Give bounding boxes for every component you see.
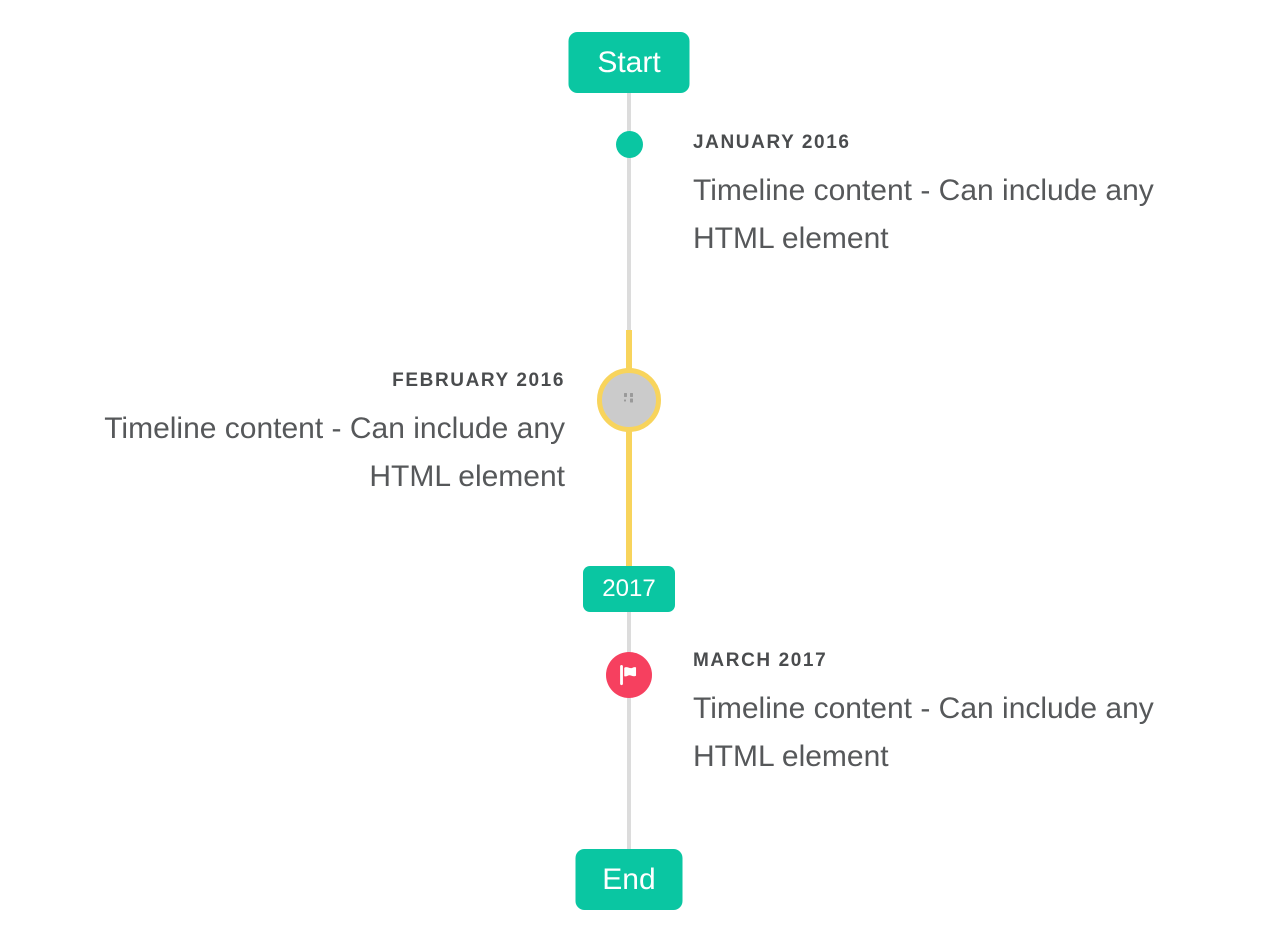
entry-title: JANUARY 2016 xyxy=(693,132,851,153)
marker-january-dot[interactable] xyxy=(616,131,643,158)
entry-content-line: HTML element xyxy=(369,460,565,493)
timeline-line-bottom xyxy=(627,612,631,849)
timeline-year-badge: 2017 xyxy=(583,566,675,612)
timeline-entry-march-2017: MARCH 2017 Timeline content - Can includ… xyxy=(693,649,1218,781)
timeline-end-badge: End xyxy=(575,849,683,910)
entry-title: FEBRUARY 2016 xyxy=(392,370,565,391)
entry-content-line: HTML element xyxy=(693,740,889,773)
entry-title: MARCH 2017 xyxy=(693,650,828,671)
broken-image-icon xyxy=(619,389,639,411)
timeline-entry-february-2016: FEBRUARY 2016 Timeline content - Can inc… xyxy=(40,369,565,501)
timeline-entry-january-2016: JANUARY 2016 Timeline content - Can incl… xyxy=(693,131,1218,263)
marker-march-flag-circle[interactable] xyxy=(606,652,652,698)
flag-icon xyxy=(616,662,642,688)
entry-content-line: HTML element xyxy=(693,222,889,255)
entry-content: Timeline content - Can include any HTML … xyxy=(693,167,1218,263)
entry-content-line: Timeline content - Can include any xyxy=(104,412,565,445)
timeline-line-highlighted-period xyxy=(626,330,632,566)
entry-content: Timeline content - Can include any HTML … xyxy=(693,685,1218,781)
timeline-start-badge: Start xyxy=(568,32,690,93)
entry-content: Timeline content - Can include any HTML … xyxy=(40,405,565,501)
marker-february-image-circle[interactable] xyxy=(597,368,661,432)
entry-content-line: Timeline content - Can include any xyxy=(693,692,1154,725)
entry-content-line: Timeline content - Can include any xyxy=(693,174,1154,207)
timeline-line-top xyxy=(627,93,631,330)
